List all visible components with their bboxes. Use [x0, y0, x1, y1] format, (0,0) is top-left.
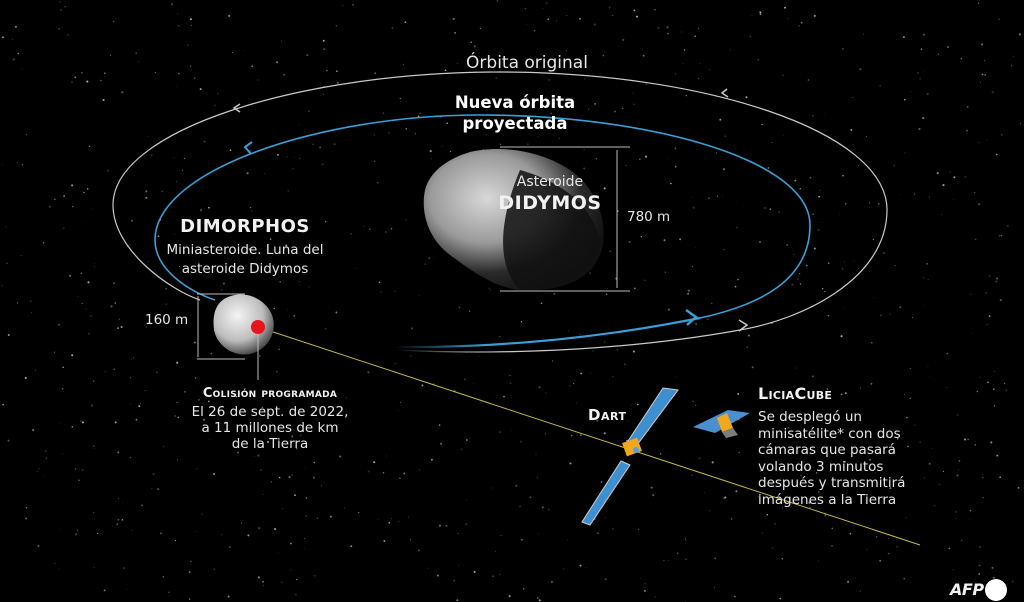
new-orbit-label-line2: proyectada [462, 114, 568, 133]
liciacube-line6: imágenes a la Tierra [758, 491, 897, 508]
dart-label: Dart [588, 406, 627, 424]
collision-title: Colisión programada [202, 386, 338, 401]
didymos-asteroid [423, 149, 604, 291]
didymos-size-bracket [500, 146, 630, 292]
liciacube-satellite [693, 410, 750, 438]
dart-spacecraft [581, 387, 679, 526]
dimorphos-subtitle: Miniasteroide. Luna del asteroide Didymo… [150, 241, 340, 279]
new-orbit-label: Nueva órbita proyectada [420, 92, 610, 134]
afp-logo-dot-icon [985, 579, 1007, 601]
liciacube-description: Se desplegó un minisatélite* con dos cám… [758, 409, 948, 508]
orbit-arrow-icon [243, 141, 253, 155]
collision-description: El 26 de sept. de 2022, a 11 millones de… [170, 404, 370, 452]
dimorphos-asteroid [213, 294, 274, 355]
liciacube-line5: después y transmitirá [758, 475, 906, 491]
liciacube-line4: volando 3 minutos [758, 458, 884, 475]
dimorphos-title: DIMORPHOS [180, 216, 310, 237]
collision-line3: de la Tierra [231, 436, 309, 452]
impact-point [251, 320, 265, 334]
orbit-arrow-icon [685, 309, 698, 326]
didymos-size-label: 780 m [627, 209, 671, 225]
liciacube-line1: Se desplegó un [758, 409, 862, 425]
collision-line1: El 26 de sept. de 2022, [191, 404, 349, 420]
didymos-prefix: Asteroide [516, 174, 584, 190]
liciacube-line2: minisatélite* con dos [758, 425, 901, 442]
new-orbit [154, 114, 811, 349]
dimorphos-size-bracket [197, 293, 245, 360]
liciacube-title: LiciaCube [758, 384, 833, 403]
dimorphos-size-label: 160 m [145, 312, 189, 328]
original-orbit-label: Órbita original [466, 53, 588, 73]
new-orbit-label-line1: Nueva órbita [454, 93, 576, 112]
collision-line2: a 11 millones de km [201, 420, 339, 436]
didymos-title: DIDYMOS [498, 192, 602, 214]
dimorphos-subtitle-line2: asteroide Didymos [181, 261, 309, 277]
orbit-arrow-icon [720, 88, 729, 98]
original-orbit [112, 71, 888, 353]
liciacube-line3: cámaras que pasará [758, 442, 896, 458]
orbit-arrow-icon [738, 319, 749, 332]
dimorphos-subtitle-line1: Miniasteroide. Luna del [166, 242, 324, 258]
orbit-arrow-icon [232, 103, 241, 113]
afp-logo: AFP [950, 580, 984, 599]
dart-trajectory [257, 326, 921, 546]
